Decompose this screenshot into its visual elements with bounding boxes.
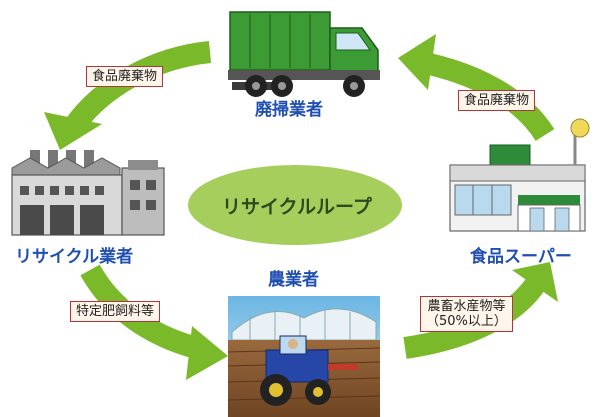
farm-illustration (227, 296, 381, 417)
edge-label-supermarket-to-collector: 食品廃棄物 (458, 90, 536, 111)
recycling-factory-illustration (11, 150, 165, 236)
recycling-loop-label: リサイクルループ (222, 196, 372, 218)
edge-label-farmer-to-supermarket-line2: （50%以上） (426, 314, 507, 329)
arrow-supermarket-to-collector (398, 34, 555, 142)
garbage-truck-illustration (228, 11, 380, 97)
supermarket-illustration (449, 118, 590, 232)
farmer-label: 農業者 (268, 270, 319, 290)
edge-label-collector-to-recycler: 食品廃棄物 (86, 66, 164, 87)
recycler-label: リサイクル業者 (15, 247, 134, 267)
center-ellipse (188, 165, 402, 245)
edge-label-farmer-to-supermarket-line1: 農畜水産物等 (427, 299, 506, 314)
supermarket-label: 食品スーパー (470, 247, 572, 267)
collector-label: 廃掃業者 (255, 100, 323, 120)
edge-label-recycler-to-farmer: 特定肥飼料等 (70, 301, 161, 322)
edge-label-farmer-to-supermarket: 農畜水産物等 （50%以上） (420, 296, 513, 332)
arrow-recycler-to-farmer (80, 264, 228, 380)
